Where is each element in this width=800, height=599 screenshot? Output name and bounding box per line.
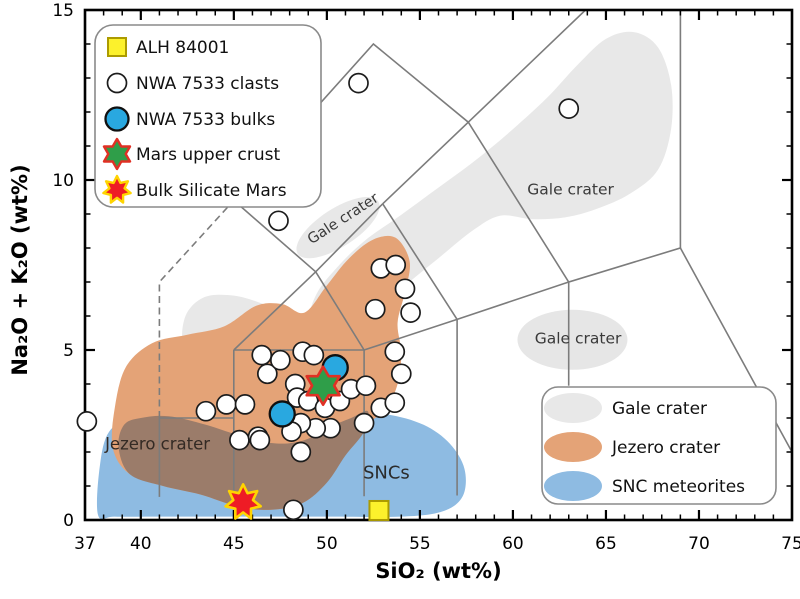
boundary-phonolite-line: [382, 10, 587, 205]
x-axis-tick-label: 70: [688, 534, 710, 554]
legend-field-label: Gale crater: [612, 399, 707, 419]
legend-field-jezero-crater-swatch: [544, 432, 602, 462]
point-nwa-7533-bulks: [268, 400, 296, 428]
point-nwa-7533-clasts: [229, 429, 250, 451]
point-nwa-7533-clasts: [216, 394, 237, 415]
legend-field-label: Jezero crater: [611, 438, 720, 458]
y-axis-title: Na₂O + K₂O (wt%): [8, 164, 32, 375]
x-axis-title: SiO₂ (wt%): [375, 559, 501, 583]
field-label: Gale crater: [535, 330, 622, 348]
legend-markers-box: [94, 24, 322, 208]
field-jezero-snc-overlap: [118, 410, 369, 510]
y-axis-tick-label: 0: [63, 511, 74, 531]
legend-fields-box: [541, 386, 777, 505]
boundary-trachybasalt-right: [315, 271, 365, 351]
legend-marker-mars-upper-crust-icon: [102, 137, 132, 171]
y-axis-tick-label: 10: [52, 171, 74, 191]
point-nwa-7533-clasts: [384, 341, 406, 363]
point-nwa-7533-clasts: [348, 72, 369, 94]
data-points: [76, 72, 580, 521]
y-axis-tick-label: 15: [52, 1, 74, 21]
legend-marker-label: NWA 7533 bulks: [136, 110, 275, 130]
boundary-lines: [158, 10, 792, 497]
x-axis-tick-label: 50: [316, 534, 338, 554]
point-nwa-7533-clasts: [400, 302, 421, 323]
x-axis-tick-label: 45: [223, 534, 245, 554]
legend-marker-label: Bulk Silicate Mars: [136, 181, 287, 201]
legend-field-snc-meteorites-swatch: [544, 471, 602, 501]
point-nwa-7533-clasts: [384, 392, 406, 414]
point-nwa-7533-clasts: [234, 394, 256, 415]
point-nwa-7533-clasts: [303, 344, 325, 366]
point-nwa-7533-clasts: [251, 344, 273, 366]
point-nwa-7533-clasts: [283, 499, 304, 521]
legend-marker-label: NWA 7533 clasts: [136, 74, 279, 94]
point-nwa-7533-clasts: [364, 298, 386, 320]
point-nwa-7533-clasts: [268, 210, 289, 232]
boundary-trachyandesite-left: [382, 203, 458, 320]
boundary-trachybasalt-left: [233, 271, 317, 351]
point-mars-upper-crust: [305, 365, 341, 407]
point-nwa-7533-clasts: [256, 363, 278, 385]
axes: [83, 8, 794, 522]
field-label: SNCs: [363, 462, 410, 483]
legend-marker-bulk-silicate-mars-icon: [102, 174, 132, 204]
x-axis-tick-label: 75: [781, 534, 800, 554]
point-nwa-7533-clasts: [76, 411, 98, 432]
legend-field-gale-crater-swatch: [544, 393, 602, 423]
field-gale-crater-right-ellipse: [517, 309, 628, 370]
legend-marker-alh-84001-icon: [107, 37, 127, 57]
x-axis-tick-label: 65: [595, 534, 617, 554]
x-axis-tick-label: 55: [409, 534, 431, 554]
field-label: Gale crater: [527, 180, 614, 198]
legend-marker-label: Mars upper crust: [136, 145, 281, 165]
point-nwa-7533-clasts: [385, 254, 407, 276]
point-nwa-7533-clasts: [558, 98, 580, 119]
x-axis-tick-label: 60: [502, 534, 524, 554]
point-nwa-7533-clasts: [249, 429, 271, 451]
field-label: Jezero crater: [104, 435, 210, 454]
point-nwa-7533-clasts: [290, 441, 312, 463]
x-axis-tick-label: 37: [74, 534, 96, 554]
x-axis-tick-label: 40: [130, 534, 152, 554]
point-nwa-7533-clasts: [394, 278, 416, 300]
point-nwa-7533-clasts: [270, 349, 291, 371]
point-nwa-7533-clasts: [390, 363, 412, 385]
point-bulk-silicate-mars: [224, 482, 263, 520]
point-alh-84001: [368, 499, 390, 521]
point-nwa-7533-clasts: [195, 400, 217, 422]
point-nwa-7533-clasts: [355, 375, 377, 397]
legend-marker-label: ALH 84001: [136, 38, 229, 58]
legend-field-label: SNC meteorites: [612, 477, 745, 497]
y-axis-tick-label: 5: [63, 341, 74, 361]
point-nwa-7533-clasts: [353, 412, 375, 434]
legend-marker-nwa-7533-bulks-icon: [104, 106, 130, 132]
field-gale-crater-small-ellipse: [296, 196, 380, 259]
legend-marker-nwa-7533-clasts-icon: [106, 72, 128, 94]
boundary-alkaline-dashed-boundary: [158, 199, 235, 418]
